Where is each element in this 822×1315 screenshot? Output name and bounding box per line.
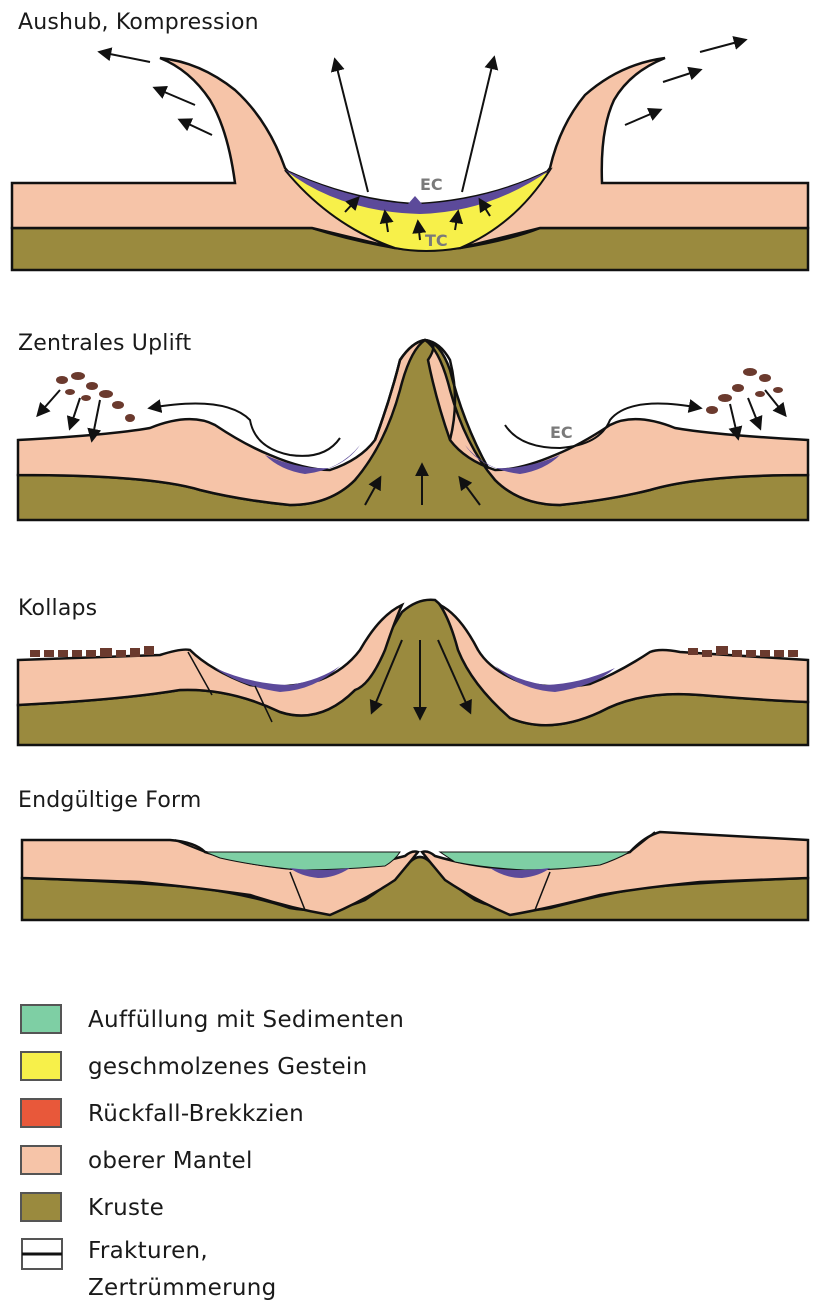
legend-swatch-sediment — [20, 1004, 62, 1034]
legend-item-breccia: Rückfall-Brekkzien — [20, 1094, 540, 1141]
tc-label: TC — [425, 231, 448, 250]
legend-label-line: Frakturen, — [88, 1233, 276, 1270]
legend-swatch-mantle — [20, 1145, 62, 1175]
excavation-cross-section: EC TC — [0, 20, 822, 305]
breccia-clasts-right — [706, 368, 783, 414]
final-form-cross-section — [0, 820, 822, 960]
legend-swatch-crust — [20, 1192, 62, 1222]
central-uplift-cross-section: EC — [0, 335, 822, 535]
mantle-layer-right — [460, 58, 808, 248]
legend-swatch-fractures — [20, 1235, 66, 1273]
legend-item-crust: Kruste — [20, 1188, 540, 1235]
legend-item-melt: geschmolzenes Gestein — [20, 1047, 540, 1094]
legend-label: Rückfall-Brekkzien — [88, 1098, 304, 1131]
legend: Auffüllung mit Sedimenten geschmolzenes … — [20, 1000, 540, 1315]
legend-label: Kruste — [88, 1192, 164, 1225]
ec-label: EC — [420, 175, 443, 194]
legend-label: geschmolzenes Gestein — [88, 1051, 367, 1084]
breccia-blocks-left — [30, 646, 154, 657]
legend-label-fractures: Frakturen, Zertrümmerung — [88, 1233, 276, 1308]
legend-swatch-breccia — [20, 1098, 62, 1128]
legend-item-fractures: Frakturen, Zertrümmerung — [20, 1235, 540, 1315]
ec-label: EC — [550, 423, 573, 442]
breccia-clasts-left — [56, 372, 135, 422]
legend-item-sediment: Auffüllung mit Sedimenten — [20, 1000, 540, 1047]
legend-label: oberer Mantel — [88, 1145, 253, 1178]
legend-item-mantle: oberer Mantel — [20, 1141, 540, 1188]
legend-label-line: Zertrümmerung — [88, 1270, 276, 1307]
legend-swatch-melt — [20, 1051, 62, 1081]
collapse-cross-section — [0, 592, 822, 752]
legend-label: Auffüllung mit Sedimenten — [88, 1004, 404, 1037]
stage-title-final-form: Endgültige Form — [18, 790, 201, 812]
